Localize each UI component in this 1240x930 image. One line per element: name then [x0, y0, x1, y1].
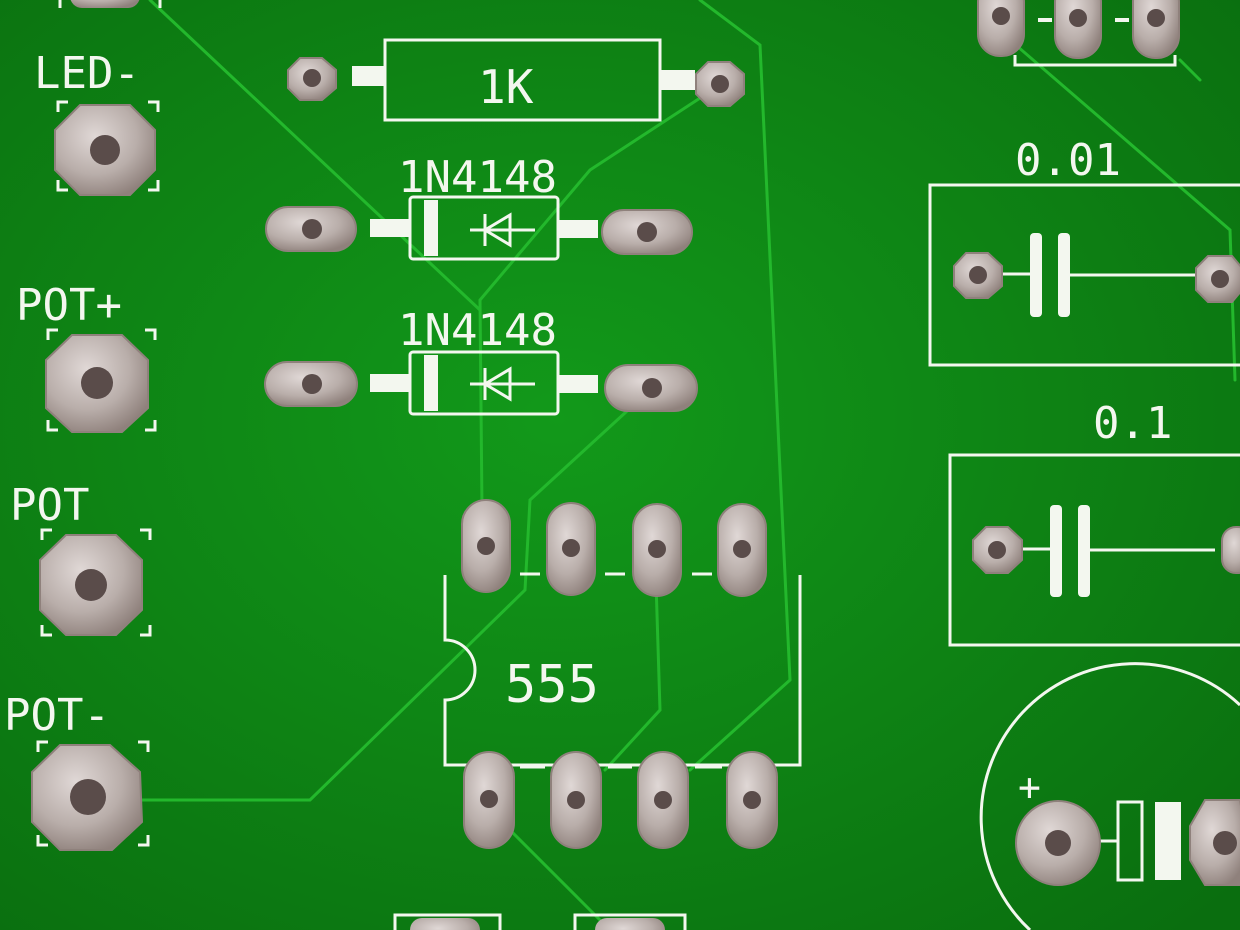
pad-cap2-left — [972, 526, 1023, 574]
ic-outline — [443, 575, 802, 767]
trace-top-right — [1178, 58, 1202, 82]
header-outline — [1013, 55, 1177, 67]
header-pads — [977, 0, 1180, 59]
label-cap-0-01: 0.01 — [1015, 135, 1121, 186]
electrolytic-outline — [979, 662, 1240, 930]
trace-ic-pin3 — [603, 548, 662, 772]
pad-resistor-right — [695, 61, 745, 107]
label-cap-0-1: 0.1 — [1093, 398, 1172, 449]
trace-cap-right — [1008, 38, 1237, 382]
pad-cap1-left — [953, 252, 1003, 299]
ic-pin-dashes — [520, 572, 722, 769]
pad-diode2-right — [604, 364, 698, 412]
label-led-minus: LED- — [34, 48, 140, 99]
silkscreen-outlines — [58, 0, 1240, 930]
capacitor-symbols — [1000, 233, 1215, 882]
trace-ic-pin8 — [688, 678, 792, 772]
trace-ic-bottom — [498, 818, 612, 930]
cap2-outline — [948, 453, 1240, 647]
header-dashes — [1038, 18, 1129, 22]
trace-right-vertical — [698, 0, 792, 682]
ic-pads-bottom — [463, 751, 778, 849]
label-pot: POT — [10, 480, 89, 531]
pad-cap1-right — [1195, 255, 1240, 303]
pad-electrolytic-minus — [1189, 799, 1240, 886]
pad-electrolytic-plus — [1015, 800, 1101, 886]
label-diode-1n4148-1: 1N4148 — [398, 152, 557, 203]
ic-pads-top — [461, 499, 767, 597]
label-resistor-1k: 1K — [478, 60, 534, 114]
outline-top-left — [58, 0, 162, 8]
resistor-leads — [352, 66, 695, 90]
label-electrolytic-plus: + — [1018, 765, 1041, 809]
trace-pot-minus — [138, 388, 652, 802]
pad-diode1-left — [265, 206, 357, 252]
diode-symbols — [370, 200, 598, 411]
pad-led-minus — [54, 104, 156, 196]
pad-diode1-right — [601, 209, 693, 255]
connector-brackets — [36, 100, 160, 847]
pad-pot-plus — [45, 334, 149, 433]
pad-pot — [39, 534, 143, 636]
bottom-outlines — [393, 913, 687, 930]
copper-traces — [138, 0, 1237, 930]
trace-resistor-to-ic — [478, 83, 722, 512]
label-ic-555: 555 — [505, 655, 599, 715]
pad-diode2-left — [264, 361, 358, 407]
pads — [31, 0, 1240, 930]
resistor-outline — [383, 38, 662, 122]
label-pot-minus: POT- — [4, 690, 110, 741]
pad-resistor-left — [287, 57, 337, 101]
cap1-outline — [928, 183, 1240, 367]
pad-pot-minus — [31, 744, 144, 851]
label-diode-1n4148-2: 1N4148 — [398, 305, 557, 356]
label-pot-plus: POT+ — [16, 280, 122, 331]
